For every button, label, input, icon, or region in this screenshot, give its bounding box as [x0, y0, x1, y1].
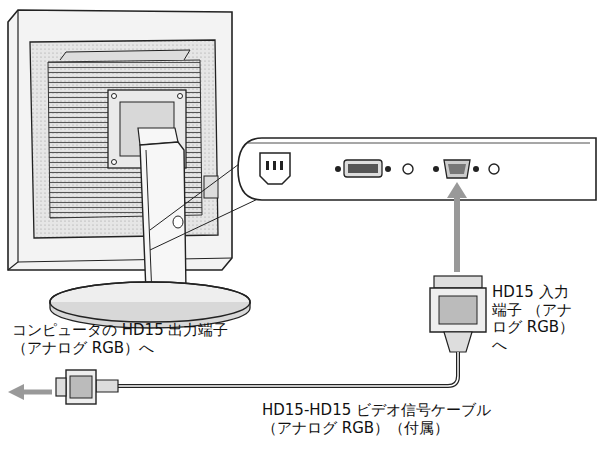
cable-label: HD15-HD15 ビデオ信号ケーブル （アナログ RGB）（付属） [262, 402, 512, 437]
port-label: コンピュータの HD15 出力端子 （アナログ RGB）へ [12, 322, 262, 357]
port-label: HD15 入力端子 （アナログ RGB）へ [492, 284, 576, 355]
